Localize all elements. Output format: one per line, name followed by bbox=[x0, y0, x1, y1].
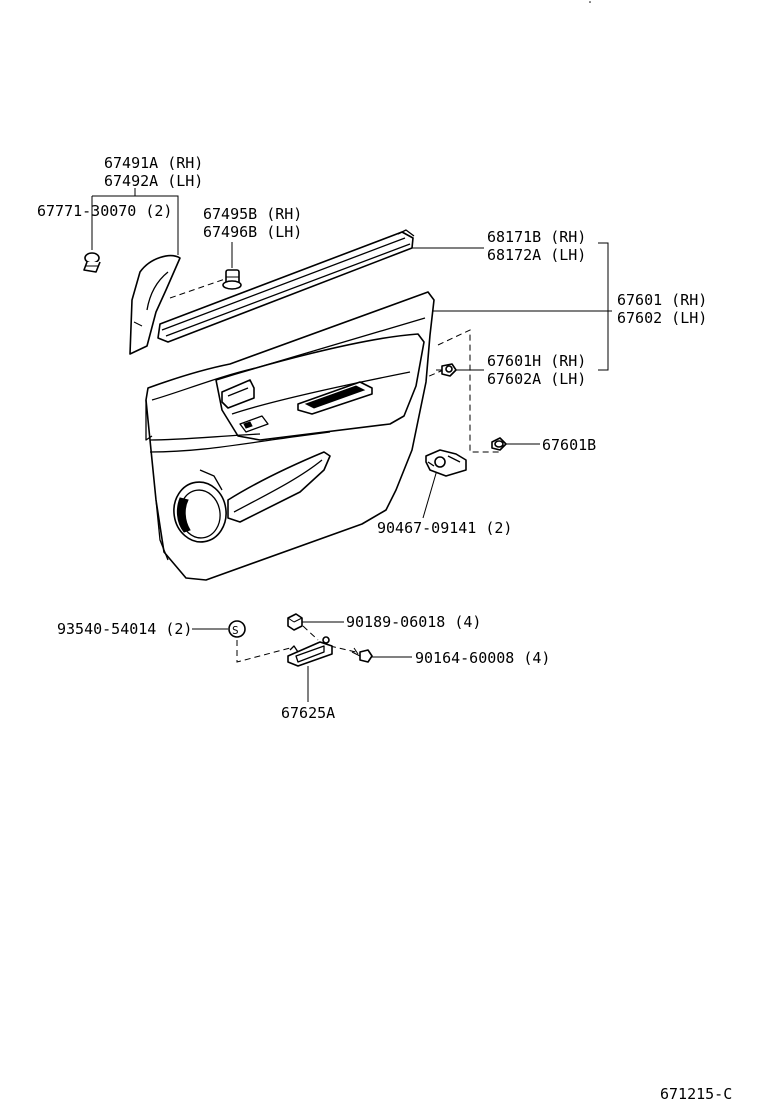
label-90189-06018: 90189-06018 (4) bbox=[346, 613, 481, 631]
front-cover-trim-67491a bbox=[129, 254, 181, 355]
label-67602a-lh: 67602A (LH) bbox=[487, 370, 586, 388]
label-67625a: 67625A bbox=[281, 704, 335, 722]
label-93540-54014: 93540-54014 (2) bbox=[57, 620, 192, 638]
door-trim-board-67601 bbox=[145, 291, 435, 581]
label-67601-rh: 67601 (RH) bbox=[617, 291, 707, 309]
clip-67601h bbox=[436, 363, 457, 377]
clip-67601b bbox=[491, 437, 507, 451]
label-67602-lh: 67602 (LH) bbox=[617, 309, 707, 327]
label-68172a-lh: 68172A (LH) bbox=[487, 246, 586, 264]
label-67491a-rh: 67491A (RH) bbox=[104, 154, 203, 172]
label-67496b-lh: 67496B (LH) bbox=[203, 223, 302, 241]
leader-lines bbox=[91, 188, 612, 702]
label-67601h-rh: 67601H (RH) bbox=[487, 352, 586, 370]
label-67771-30070: 67771-30070 (2) bbox=[37, 202, 172, 220]
handle-bracket-67625a bbox=[287, 636, 333, 667]
label-67492a-lh: 67492A (LH) bbox=[104, 172, 203, 190]
s-symbol-93540: S bbox=[228, 620, 246, 638]
bracket-90467 bbox=[425, 449, 467, 477]
label-67601b: 67601B bbox=[542, 436, 596, 454]
s-symbol-text: S bbox=[232, 624, 239, 637]
label-68171b-rh: 68171B (RH) bbox=[487, 228, 586, 246]
label-90467-09141: 90467-09141 (2) bbox=[377, 519, 512, 537]
diagram-id: 671215-C bbox=[660, 1085, 732, 1103]
label-67495b-rh: 67495B (RH) bbox=[203, 205, 302, 223]
clip-67495b bbox=[222, 269, 242, 290]
label-90164-60008: 90164-60008 (4) bbox=[415, 649, 550, 667]
speck-mark bbox=[589, 1, 591, 3]
screw-90164 bbox=[351, 647, 373, 663]
nut-90189 bbox=[287, 613, 303, 631]
screw-67771 bbox=[83, 252, 101, 273]
weatherstrip-68171b bbox=[157, 229, 415, 343]
